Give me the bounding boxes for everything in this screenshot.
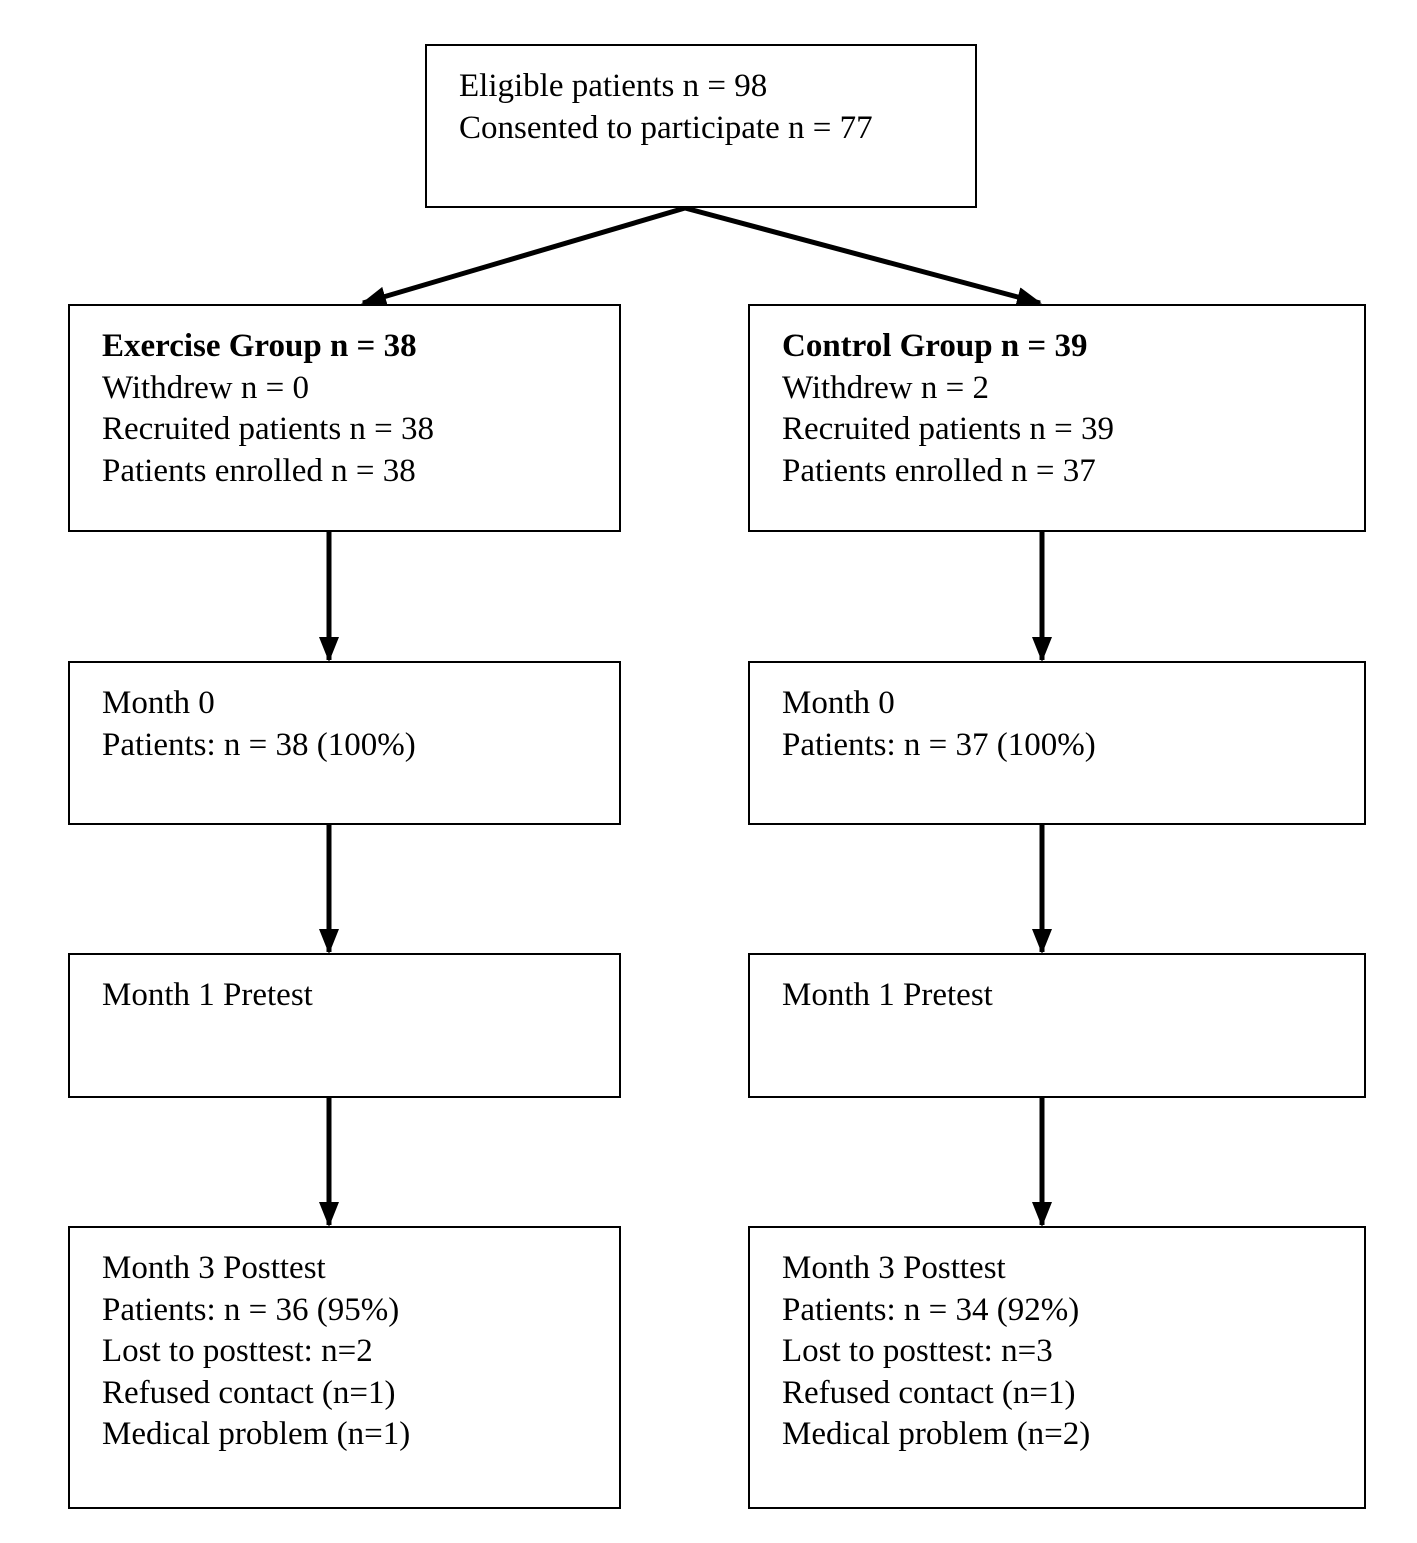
control-month1-box: Month 1 Pretest	[748, 953, 1366, 1098]
exercise-month3-patients: Patients: n = 36 (95%)	[102, 1291, 400, 1328]
control-recruited-text: Recruited patients n = 39	[782, 411, 1115, 447]
exercise-month1-title: Month 1 Pretest	[102, 977, 313, 1013]
exercise-month0-patients: Patients: n = 38 (100%)	[102, 726, 416, 763]
exercise-refused-contact: Refused contact (n=1)	[102, 1374, 396, 1411]
control-month3-box: Month 3 Posttest Patients: n = 34 (92%) …	[748, 1226, 1366, 1509]
control-withdrew-text: Withdrew n = 2	[782, 369, 989, 406]
exercise-withdrew-text: Withdrew n = 0	[102, 369, 309, 406]
enrollment-box: Eligible patients n = 98 Consented to pa…	[425, 44, 977, 208]
exercise-group-box: Exercise Group n = 38 Withdrew n = 0 Rec…	[68, 304, 621, 532]
exercise-month1-box: Month 1 Pretest	[68, 953, 621, 1098]
control-group-heading: Control Group n = 39	[782, 328, 1088, 364]
control-refused-contact: Refused contact (n=1)	[782, 1374, 1076, 1411]
exercise-month0-title: Month 0	[102, 685, 215, 721]
exercise-lost-to-posttest: Lost to posttest: n=2	[102, 1333, 373, 1369]
arrow-to-control-group	[684, 205, 1042, 307]
control-enrolled-text: Patients enrolled n = 37	[782, 452, 1096, 489]
control-month3-title: Month 3 Posttest	[782, 1250, 1006, 1286]
exercise-month3-box: Month 3 Posttest Patients: n = 36 (95%) …	[68, 1226, 621, 1509]
control-month0-patients: Patients: n = 37 (100%)	[782, 726, 1096, 763]
control-month0-box: Month 0 Patients: n = 37 (100%)	[748, 661, 1366, 825]
control-medical-problem: Medical problem (n=2)	[782, 1416, 1091, 1452]
consented-text: Consented to participate n = 77	[459, 109, 873, 146]
arrow-to-exercise-group	[361, 205, 686, 307]
exercise-medical-problem: Medical problem (n=1)	[102, 1416, 411, 1452]
control-month1-title: Month 1 Pretest	[782, 977, 993, 1013]
exercise-recruited-text: Recruited patients n = 38	[102, 411, 435, 447]
control-month0-title: Month 0	[782, 685, 895, 721]
control-month3-patients: Patients: n = 34 (92%)	[782, 1291, 1080, 1328]
eligible-patients-text: Eligible patients n = 98	[459, 68, 768, 104]
control-lost-to-posttest: Lost to posttest: n=3	[782, 1333, 1053, 1369]
exercise-month3-title: Month 3 Posttest	[102, 1250, 326, 1286]
exercise-month0-box: Month 0 Patients: n = 38 (100%)	[68, 661, 621, 825]
exercise-group-heading: Exercise Group n = 38	[102, 328, 417, 364]
exercise-enrolled-text: Patients enrolled n = 38	[102, 452, 416, 489]
control-group-box: Control Group n = 39 Withdrew n = 2 Recr…	[748, 304, 1366, 532]
